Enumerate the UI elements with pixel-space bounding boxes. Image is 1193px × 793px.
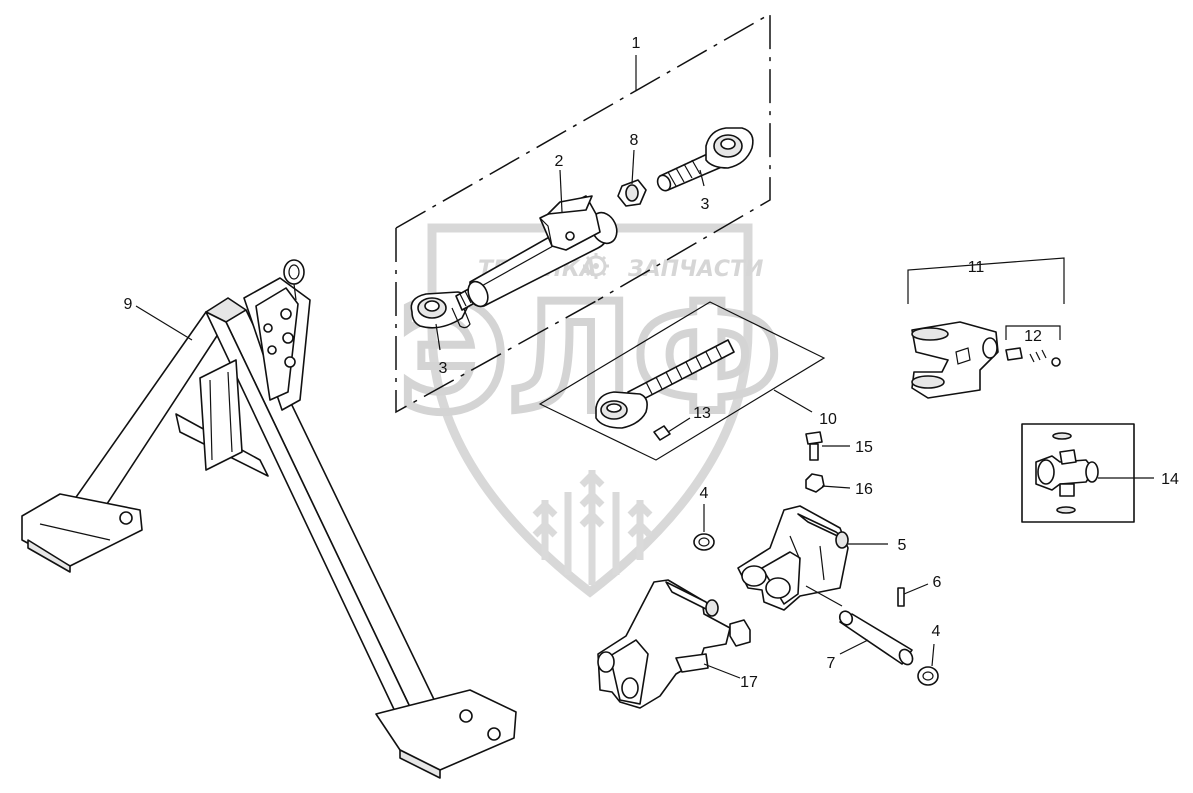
kit-outline xyxy=(538,301,826,461)
callout-3-right: 3 xyxy=(701,196,710,213)
callout-6: 6 xyxy=(933,574,942,591)
leader-10 xyxy=(773,389,813,413)
leader-9 xyxy=(135,305,193,341)
watermark: ТЕХНИКА ЗАПЧАСТИ ЭЛФ xyxy=(394,223,786,598)
hitch-bracket xyxy=(737,505,888,611)
cross-joint-frame xyxy=(1021,423,1154,523)
callout-11: 11 xyxy=(968,259,985,276)
leader-6 xyxy=(903,583,929,595)
leader-3-left xyxy=(435,323,441,351)
callout-4-lower: 4 xyxy=(932,623,941,640)
leader-7 xyxy=(839,639,869,655)
bolt-and-nut xyxy=(805,431,851,493)
callout-15: 15 xyxy=(855,439,873,456)
callout-5: 5 xyxy=(898,537,907,554)
top-link-assembly-boundary xyxy=(395,12,771,414)
leader-13 xyxy=(667,417,691,433)
leader-8 xyxy=(631,149,635,185)
leader-16 xyxy=(821,485,851,489)
leader-2 xyxy=(559,169,563,213)
bracket-12 xyxy=(1005,325,1061,340)
lower-bracket xyxy=(597,579,751,709)
pins xyxy=(805,583,929,666)
top-link xyxy=(410,127,754,351)
callout-2: 2 xyxy=(555,153,564,170)
callout-4-upper: 4 xyxy=(700,485,709,502)
wheat-icon xyxy=(532,470,653,585)
callout-12: 12 xyxy=(1024,328,1042,345)
watermark-word-right: ЗАПЧАСТИ xyxy=(627,257,763,282)
callout-7: 7 xyxy=(827,655,836,672)
callout-3-left: 3 xyxy=(439,360,448,377)
callout-8: 8 xyxy=(630,132,639,149)
callout-13: 13 xyxy=(693,405,711,422)
callout-17: 17 xyxy=(740,674,758,691)
gear-icon xyxy=(583,253,609,279)
a-frame xyxy=(21,259,517,779)
threaded-rod-kit xyxy=(538,301,826,461)
clamp xyxy=(539,195,601,251)
boundary-line xyxy=(395,12,771,414)
callout-10: 10 xyxy=(819,411,837,428)
leader-3-right xyxy=(699,169,705,187)
leader-17 xyxy=(703,663,741,679)
leader-4-lower xyxy=(931,643,935,667)
callout-16: 16 xyxy=(855,481,873,498)
nut xyxy=(617,179,647,207)
callout-labels: 1 2 8 3 3 9 13 10 11 12 14 15 16 4 5 6 4… xyxy=(124,35,1179,691)
watermark-shield xyxy=(427,223,753,598)
rod-end-right xyxy=(656,127,754,192)
yoke xyxy=(907,257,1065,399)
callout-1: 1 xyxy=(632,35,641,52)
bracket-11 xyxy=(907,257,1065,304)
washers xyxy=(693,504,939,686)
callout-9: 9 xyxy=(124,296,133,313)
rod-end-left xyxy=(410,291,471,329)
callout-14: 14 xyxy=(1161,471,1179,488)
